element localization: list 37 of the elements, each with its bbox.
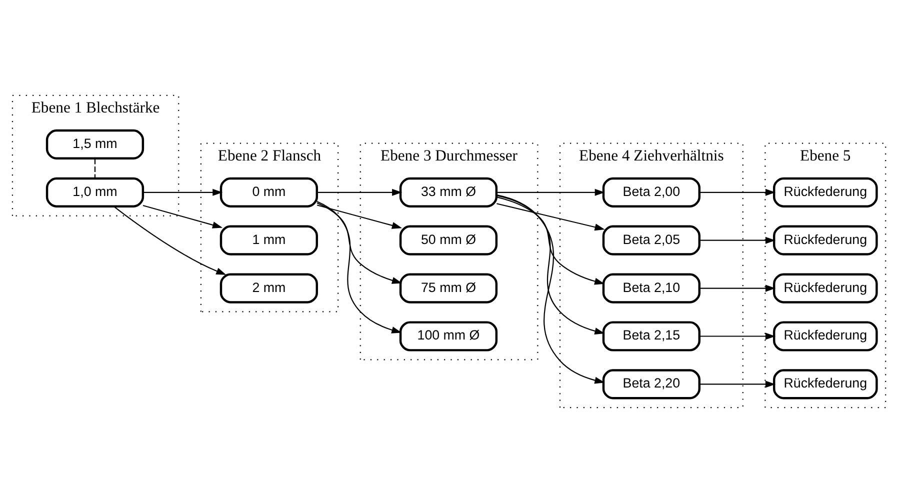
node-box: Beta 2,20 bbox=[602, 368, 700, 399]
node-box: Beta 2,15 bbox=[602, 320, 700, 351]
node-box: 1,5 mm bbox=[46, 128, 144, 159]
arrow bbox=[496, 194, 605, 334]
node-box: Beta 2,00 bbox=[602, 176, 700, 207]
arrow bbox=[316, 200, 402, 333]
arrow bbox=[496, 188, 605, 196]
node-box: 100 mm Ø bbox=[399, 320, 498, 351]
arrow bbox=[317, 188, 402, 196]
arrow bbox=[113, 206, 226, 274]
node-box: Beta 2,10 bbox=[602, 272, 700, 303]
arrow bbox=[316, 204, 402, 228]
arrow bbox=[699, 188, 776, 196]
arrow bbox=[496, 194, 605, 384]
node-box: 1,0 mm bbox=[46, 176, 144, 207]
arrow bbox=[143, 188, 223, 196]
arrow bbox=[316, 202, 402, 284]
arrow bbox=[496, 202, 605, 230]
node-box: Rückfederung bbox=[772, 368, 878, 399]
node-box: Rückfederung bbox=[772, 224, 878, 255]
arrow bbox=[496, 196, 605, 284]
connector bbox=[94, 158, 96, 178]
node-box: Rückfederung bbox=[772, 272, 878, 303]
node-box: 0 mm bbox=[220, 176, 318, 207]
node-box: 2 mm bbox=[220, 272, 318, 303]
node-box: Rückfederung bbox=[772, 176, 878, 207]
arrow bbox=[699, 332, 776, 340]
node-box: Beta 2,05 bbox=[602, 224, 700, 255]
node-box: 50 mm Ø bbox=[399, 224, 498, 255]
arrow bbox=[142, 204, 223, 228]
node-box: 75 mm Ø bbox=[399, 272, 498, 303]
node-box: Rückfederung bbox=[772, 320, 878, 351]
arrow bbox=[699, 380, 776, 388]
node-box: 33 mm Ø bbox=[399, 176, 498, 207]
node-box: 1 mm bbox=[220, 224, 318, 255]
arrow bbox=[699, 236, 776, 244]
arrow bbox=[699, 284, 776, 292]
